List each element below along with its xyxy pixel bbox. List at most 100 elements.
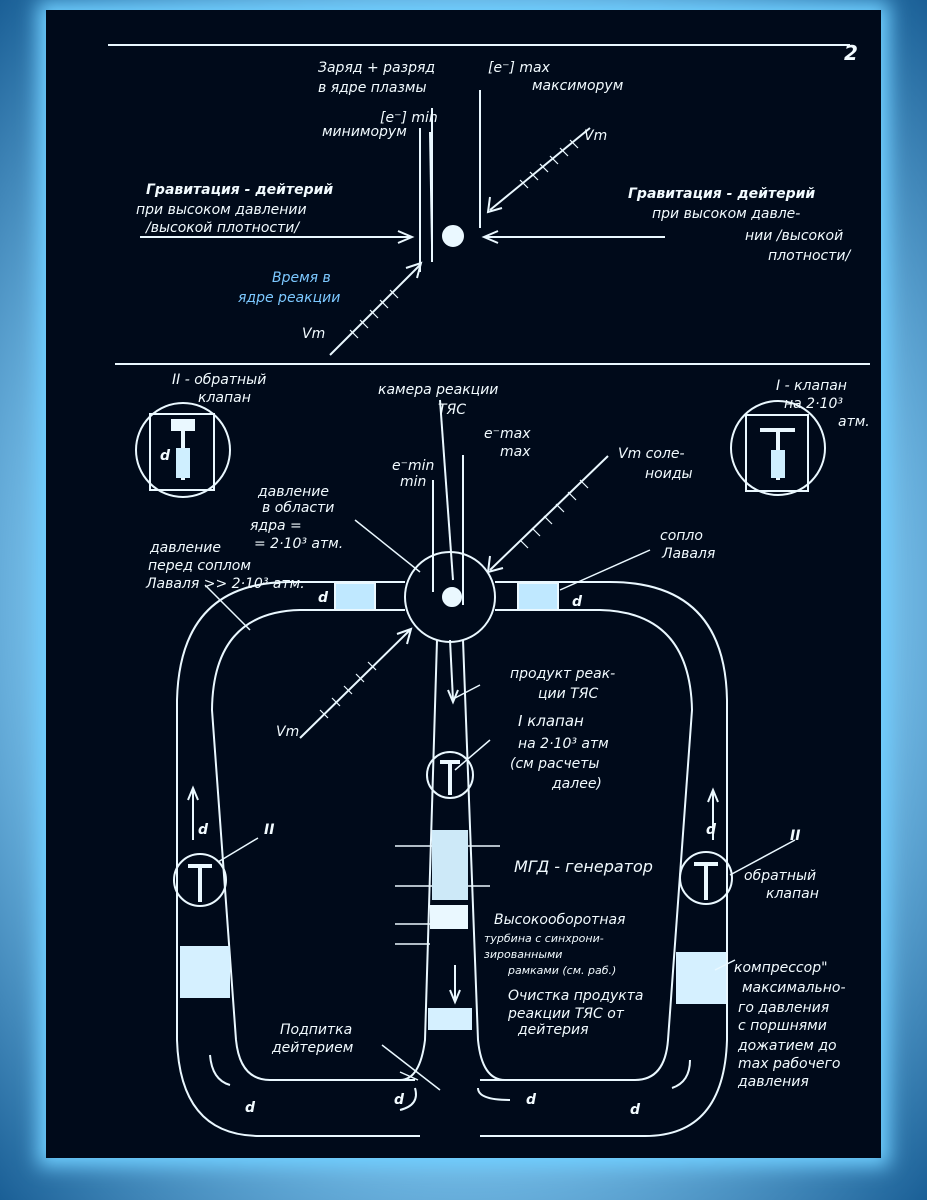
valve2-title-line1: II - обратный [172, 372, 266, 388]
emin-label: e⁻min [392, 458, 434, 474]
center-valve-line3: (см расчеты [510, 756, 599, 772]
mhd-generator [432, 830, 468, 900]
d-valve2-inset: d [160, 448, 171, 464]
mhd-generator-label: МГД - генератор [514, 857, 653, 876]
nozzle-pressure-line3: Лаваля >> 2·10³ атм. [145, 576, 305, 592]
clean-line3: дейтерия [517, 1022, 589, 1038]
solenoid-end-label: ноиды [645, 466, 693, 482]
valve1-inset-circle [730, 400, 826, 496]
left-laval-nozzle [334, 582, 376, 611]
laval-label-line2: Лаваля [661, 546, 715, 562]
valve2-title-line2: клапан [198, 390, 251, 406]
valve1-title-line1: I - клапан [776, 378, 847, 394]
roman-two-left: II [264, 822, 274, 838]
core-pressure-line2: в области [262, 500, 334, 516]
top-left-line2: при высоком давлении [136, 202, 307, 218]
feed-line1: Подпитка [280, 1022, 352, 1038]
right-check-valve [679, 851, 733, 905]
left-compressor [180, 946, 230, 998]
top-right-line4: плотности/ [768, 248, 851, 264]
d-bottom-left: d [245, 1100, 256, 1116]
top-vm-upper: Vm [584, 128, 607, 144]
core-pressure-line1: давление [257, 484, 329, 500]
compressor-line2: максимально- [742, 980, 846, 996]
top-right-line2: при высоком давле- [652, 206, 800, 222]
check-valve-line2: клапан [766, 886, 819, 902]
clean-line1: Очистка продукта [508, 988, 644, 1004]
chamber-title-line1: камера реакции [378, 382, 498, 398]
d-right-pipe: d [706, 822, 717, 838]
turbine-line2: турбина с синхрони- [484, 932, 604, 945]
top-time-line2: ядре реакции [238, 290, 340, 306]
core-pressure-line4: = 2·10³ атм. [254, 536, 343, 552]
top-vm-lower-arrow [329, 264, 421, 356]
emin-sub: min [400, 474, 426, 490]
top-right-line3: нии /высокой [745, 228, 843, 244]
central-channel [399, 639, 438, 1081]
center-valve-I [426, 751, 474, 799]
check-valve-line1: обратный [744, 868, 816, 884]
top-right-line1: Гравитация - дейтерий [628, 186, 815, 202]
valve1-title-line3: атм. [838, 414, 870, 430]
right-laval-nozzle [517, 582, 559, 611]
right-compressor [676, 952, 726, 1004]
top-emax: [e⁻] max [488, 60, 551, 76]
laval-label-line1: сопло [660, 528, 703, 544]
top-maximorum: максиморум [532, 78, 624, 94]
roman-two-right: II [790, 828, 800, 844]
d-bottom-center-right: d [526, 1092, 537, 1108]
center-valve-line4: далее) [551, 776, 602, 792]
d-bottom-center: d [394, 1092, 405, 1108]
right-outer-pipe [480, 581, 728, 1137]
vm-left-arrow [299, 629, 411, 739]
page-number: 2 [844, 41, 858, 65]
turbine-line1: Высокооборотная [494, 912, 625, 928]
turbine-line3: зированными [484, 948, 562, 961]
vm-solenoid-arrow [489, 455, 609, 571]
left-outer-pipe [176, 581, 420, 1137]
center-valve-line1: I клапан [518, 712, 584, 730]
top-left-line1: Гравитация - дейтерий [146, 182, 333, 198]
top-charge-line1: Заряд + разряд [318, 60, 435, 76]
clean-line2: реакции ТЯС от [507, 1006, 625, 1022]
valve1-title-line2: на 2·10³ [784, 396, 843, 412]
compressor-line5: дожатием до [737, 1038, 837, 1054]
valve2-inset-circle [135, 402, 231, 498]
d-left-pipe: d [198, 822, 209, 838]
top-time-line1: Время в [272, 270, 331, 286]
compressor-line4: с поршнями [738, 1018, 827, 1034]
product-label-line1: продукт реак- [510, 666, 615, 682]
reaction-core [442, 587, 462, 607]
nozzle-pressure-line1: давление [149, 540, 221, 556]
cleaning-block [428, 1008, 472, 1030]
right-inner-pipe [480, 609, 694, 1081]
turbine-block [430, 905, 468, 929]
left-check-valve [173, 853, 227, 907]
top-emin: [e⁻] min [380, 110, 438, 126]
d-right-pipe-top: d [572, 594, 583, 610]
compressor-line1: компрессор" [734, 960, 828, 976]
compressor-line6: max рабочего [738, 1056, 840, 1072]
vm-solenoid-label: Vm соле- [618, 446, 685, 462]
compressor-line7: давления [737, 1074, 809, 1090]
top-vm-upper-arrow [489, 127, 591, 211]
compressor-line3: го давления [738, 1000, 829, 1016]
emax-sub: max [500, 444, 531, 460]
d-left-pipe-top: d [318, 590, 329, 606]
turbine-line4: рамками (см. раб.) [507, 964, 616, 977]
top-vm-lower: Vm [302, 326, 325, 342]
core-pressure-line3: ядра = [250, 518, 302, 534]
top-charge-line2: в ядре плазмы [318, 80, 427, 96]
top-plasma-core [442, 225, 464, 247]
product-label-line2: ции ТЯС [538, 686, 598, 702]
left-inner-pipe [210, 609, 415, 1081]
feed-line2: дейтерием [271, 1040, 354, 1056]
d-bottom-right: d [630, 1102, 641, 1118]
vm-left-label: Vm [276, 724, 299, 740]
chamber-title-line2: ТЯС [438, 402, 466, 418]
emax-label: e⁻max [484, 426, 531, 442]
top-left-line3: /высокой плотности/ [144, 220, 300, 236]
center-valve-line2: на 2·10³ атм [518, 736, 609, 752]
nozzle-pressure-line2: перед соплом [148, 558, 251, 574]
